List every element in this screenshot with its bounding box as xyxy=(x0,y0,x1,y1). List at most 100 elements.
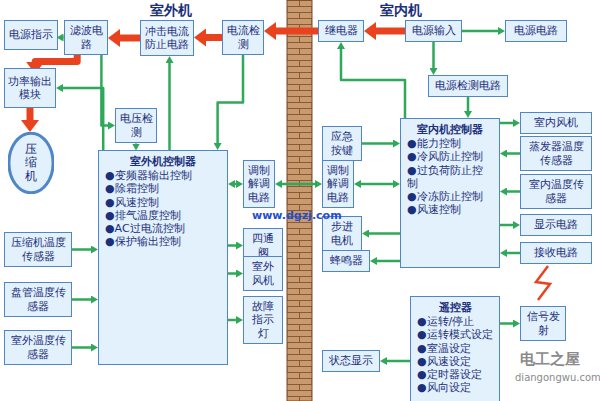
node-content: 室内风机 xyxy=(531,114,581,131)
node-content: 室内温度传感器 xyxy=(521,176,591,206)
process-box: 信号发射 xyxy=(520,306,566,341)
process-box: 盘管温度传感器 xyxy=(4,282,72,317)
process-box: 电源输入 xyxy=(405,20,462,42)
node-content: 遥控器●运转/停止●运转模式设定●室温设定●风速设定●定时器设定●风向设定 xyxy=(411,297,499,398)
node-title: 室外机控制器 xyxy=(105,155,221,168)
controller-box: 室外机控制器●变频器输出控制●除霜控制●风速控制●排气温度控制●AC过电流控制●… xyxy=(98,150,228,365)
node-title: 应急按键 xyxy=(326,130,358,156)
node-content: 故障指示灯 xyxy=(244,298,282,342)
node-title: 继电器 xyxy=(325,24,358,37)
node-title: 压缩机 xyxy=(25,143,37,183)
process-box: 电源检测电路 xyxy=(428,75,508,97)
node-content: 蜂鸣器 xyxy=(327,252,366,269)
node-title: 冲击电流防止电路 xyxy=(144,25,190,51)
signal-arrow xyxy=(369,232,400,235)
process-box: 电流检测 xyxy=(222,20,264,55)
power-arrow xyxy=(120,35,140,42)
signal-arrow xyxy=(228,319,236,322)
signal-arrow xyxy=(500,122,513,125)
compressor-circle: 压缩机 xyxy=(8,132,54,194)
controller-box: 遥控器●运转/停止●运转模式设定●室温设定●风速设定●定时器设定●风向设定 xyxy=(410,296,500,401)
node-title: 调制解调电路 xyxy=(247,164,271,204)
signal-arrow xyxy=(63,88,103,150)
signal-arrow xyxy=(462,30,498,33)
process-box: 室内温度传感器 xyxy=(520,174,592,209)
list-item: ●冷冻防止控制 xyxy=(407,190,493,203)
node-title: 功率输出模块 xyxy=(8,75,52,101)
node-title: 四通阀 xyxy=(247,232,279,258)
node-title: 遥控器 xyxy=(417,301,493,314)
list-item: ●冷风防止控制 xyxy=(407,150,493,163)
section-heading: 室内机 xyxy=(380,2,422,20)
signal-arrow xyxy=(72,298,91,301)
process-box: 状态显示 xyxy=(322,350,380,372)
node-title: 室内温度传感器 xyxy=(524,178,588,204)
list-item: ●AC过电流控制 xyxy=(105,222,221,235)
power-arrow xyxy=(206,34,222,41)
node-title: 蜂鸣器 xyxy=(330,254,363,267)
power-arrow xyxy=(27,108,34,120)
list-item: ●保护输出控制 xyxy=(105,235,221,248)
signal-arrow xyxy=(72,346,91,349)
signal-arrow xyxy=(168,63,171,150)
node-title: 显示电路 xyxy=(534,218,578,231)
process-box: 冲击电流防止电路 xyxy=(140,20,194,56)
power-arrow xyxy=(276,28,318,35)
signal-arrow xyxy=(507,252,520,255)
node-content: 室内机控制器●能力控制●冷风防止控制●过负荷防止控制●冷冻防止控制●风速控制 xyxy=(401,119,499,220)
brick-wall xyxy=(287,0,312,401)
list-item: ●排气温度控制 xyxy=(105,209,221,222)
list-item: ●运转/停止 xyxy=(417,315,493,328)
node-content: 信号发射 xyxy=(521,308,565,338)
list-item: ●风速控制 xyxy=(407,203,493,216)
process-box: 室外温度传感器 xyxy=(4,330,72,365)
process-box: 电源指示 xyxy=(4,20,58,50)
list-item: ●运转模式设定 xyxy=(417,328,493,341)
watermark: www.dgzj.com xyxy=(252,209,342,222)
node-content: 调制解调电路 xyxy=(244,162,274,206)
node-content: 接收电路 xyxy=(531,244,581,261)
node-content: 状态显示 xyxy=(326,352,376,369)
node-content: 压缩机 xyxy=(22,141,40,185)
node-content: 步进电机 xyxy=(323,218,361,248)
signal-arrow xyxy=(507,190,520,193)
signal-arrow xyxy=(282,183,315,186)
list-item: ●风向设定 xyxy=(417,381,493,394)
node-title: 室内机控制器 xyxy=(407,123,493,136)
power-arrow xyxy=(35,55,77,62)
list-item: ●风速控制 xyxy=(105,196,221,209)
signal-arrow xyxy=(500,224,513,227)
power-arrow xyxy=(376,28,405,35)
signal-arrow xyxy=(377,260,400,263)
node-title: 状态显示 xyxy=(329,354,373,367)
watermark: 电工之屋 xyxy=(520,350,580,369)
signal-arrow xyxy=(72,248,91,251)
signal-arrow xyxy=(228,272,236,275)
node-title: 压缩机温度传感器 xyxy=(8,236,68,262)
process-box: 电源电路 xyxy=(505,20,567,42)
node-content: 继电器 xyxy=(322,22,361,39)
wireless-signal-symbol xyxy=(536,266,550,300)
process-box: 调制解调电路 xyxy=(322,160,354,208)
node-title: 电源检测电路 xyxy=(435,79,501,92)
node-title: 电源指示 xyxy=(9,28,53,41)
node-title: 盘管温度传感器 xyxy=(8,286,68,312)
node-content: 功率输出模块 xyxy=(5,73,55,103)
node-title: 电流检测 xyxy=(226,24,260,50)
process-box: 继电器 xyxy=(318,20,364,42)
watermark: diangongwu.com xyxy=(515,372,600,383)
node-content: 显示电路 xyxy=(531,216,581,233)
signal-arrow xyxy=(341,49,405,118)
list-item: ●定时器设定 xyxy=(417,368,493,381)
process-box: 接收电路 xyxy=(520,242,592,264)
node-title: 蒸发器温度传感器 xyxy=(524,140,588,166)
node-title: 室外温度传感器 xyxy=(8,334,68,360)
signal-arrow xyxy=(361,183,393,186)
signal-arrow xyxy=(218,55,243,143)
process-box: 应急按键 xyxy=(322,126,362,161)
signal-arrow xyxy=(467,97,470,111)
process-box: 室内风机 xyxy=(520,112,592,134)
